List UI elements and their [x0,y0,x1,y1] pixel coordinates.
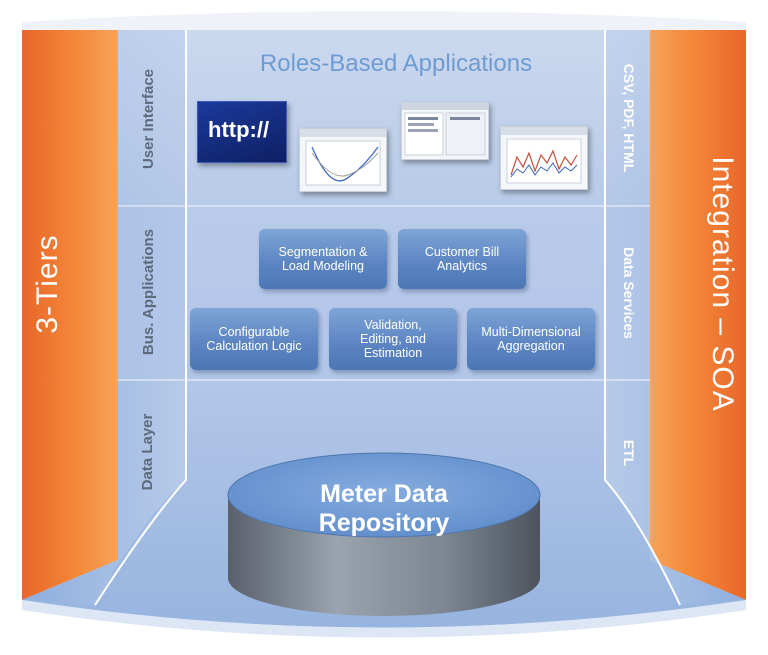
module-customer-bill-analytics: Customer Bill Analytics [398,229,526,289]
http-text: http:// [208,117,270,142]
meter-data-repository: Meter Data Repository [318,480,450,537]
tier-label-data-layer: Data Layer [138,413,156,491]
app-window-screenshot [401,102,489,160]
etl-label: ETL [621,439,637,467]
bar-chart-thumbnail [501,127,587,184]
roles-based-applications-title: Roles-Based Applications [259,50,533,77]
chart-screenshot-bars [500,126,588,190]
window-thumbnail [402,103,488,156]
module-segmentation-load-modeling: Segmentation & Load Modeling [259,229,387,289]
module-multi-dimensional-aggregation: Multi-Dimensional Aggregation [467,308,595,370]
formats-label: CSV, PDF, HTML [621,63,637,173]
chart-screenshot-curve [299,128,387,192]
module-validation-editing-estimation: Validation, Editing, and Estimation [329,308,457,370]
three-tiers-banner: 3-Tiers [31,234,64,334]
tier-label-user-interface: User Interface [139,68,157,170]
tier-label-bus-applications: Bus. Applications [139,228,157,356]
integration-soa-banner: Integration – SOA [706,156,739,412]
module-configurable-calculation-logic: Configurable Calculation Logic [190,308,318,370]
data-services-label: Data Services [621,247,637,339]
http-screenshot: http:// [197,101,287,163]
curve-chart-thumbnail [300,129,386,186]
